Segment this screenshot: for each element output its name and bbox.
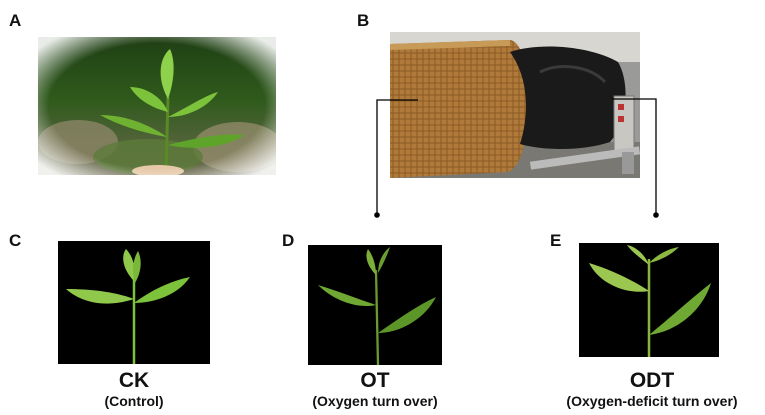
- odt-caption: ODT (Oxygen-deficit turn over): [540, 369, 764, 409]
- connector-dot-d: [374, 212, 380, 218]
- ck-title: CK: [118, 369, 150, 392]
- odt-title: ODT: [629, 369, 675, 392]
- ot-title: OT: [360, 369, 390, 392]
- tea-garden-photo: [38, 37, 276, 175]
- panel-label-d: D: [282, 231, 295, 250]
- odt-leaf-photo: [579, 243, 719, 357]
- ck-subtitle: (Control): [104, 393, 164, 410]
- panel-label-e: E: [550, 231, 562, 250]
- ot-caption: OT (Oxygen turn over): [270, 369, 480, 409]
- panel-label-b: B: [357, 11, 370, 30]
- connector-dot-e: [653, 212, 659, 218]
- ck-leaf-photo: [58, 241, 210, 364]
- odt-subtitle: (Oxygen-deficit turn over): [566, 393, 738, 410]
- panel-label-c: C: [9, 231, 22, 250]
- ck-caption: CK (Control): [58, 369, 210, 409]
- ot-leaf-photo: [308, 245, 442, 365]
- processing-machine-photo: [390, 32, 640, 178]
- panel-label-a: A: [9, 11, 22, 30]
- ot-subtitle: (Oxygen turn over): [312, 393, 438, 410]
